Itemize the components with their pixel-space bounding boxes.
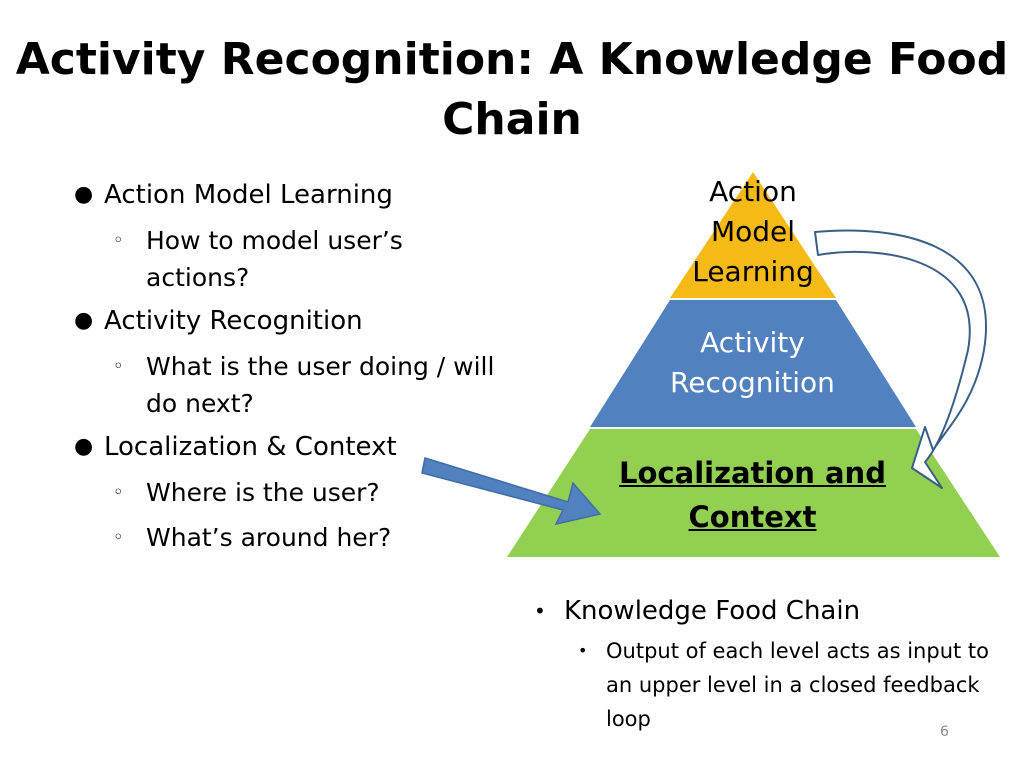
filled-circle-bullet-icon: ● xyxy=(74,308,94,333)
bullet-label: Localization & Context xyxy=(104,432,397,462)
hollow-circle-bullet-icon: ◦ xyxy=(113,230,124,251)
pyramid-tier-top xyxy=(670,172,836,298)
bullet-list: ● Action Model Learning ◦ How to model u… xyxy=(72,178,512,564)
filled-circle-bullet-icon: ● xyxy=(74,434,94,459)
note-main-label: Knowledge Food Chain xyxy=(564,596,861,626)
sub-bullet-label: What is the user doing / will do next? xyxy=(146,352,495,418)
bullet-action-model-learning: ● Action Model Learning xyxy=(72,178,512,212)
sub-bullet: ◦ How to model user’s actions? xyxy=(72,222,512,296)
sub-bullet-label: Where is the user? xyxy=(146,478,380,507)
arrow-icon xyxy=(421,457,602,526)
hollow-circle-bullet-icon: ◦ xyxy=(113,527,124,548)
sub-bullet: ◦ What is the user doing / will do next? xyxy=(72,348,512,422)
hollow-circle-bullet-icon: ◦ xyxy=(113,482,124,503)
note-sub-label: Output of each level acts as input to an… xyxy=(606,639,989,731)
sub-bullet: ◦ What’s around her? xyxy=(72,519,512,556)
note-main: • Knowledge Food Chain xyxy=(534,594,1004,628)
bullet-label: Activity Recognition xyxy=(104,306,363,336)
pyramid-label-middle: Activity Recognition xyxy=(670,326,835,399)
filled-circle-bullet-icon: ● xyxy=(74,182,94,207)
sub-bullet-label: What’s around her? xyxy=(146,523,392,552)
bullet-label: Action Model Learning xyxy=(104,180,393,210)
sub-bullet-label: How to model user’s actions? xyxy=(146,226,403,292)
bullet-activity-recognition: ● Activity Recognition xyxy=(72,304,512,338)
curved-arrow-icon xyxy=(814,229,987,489)
filled-circle-bullet-icon: • xyxy=(534,599,546,623)
note-sub: • Output of each level acts as input to … xyxy=(534,634,1004,736)
page-number: 6 xyxy=(940,724,949,740)
hollow-circle-bullet-icon: ◦ xyxy=(113,356,124,377)
bottom-notes: • Knowledge Food Chain • Output of each … xyxy=(534,594,1004,736)
pyramid-tier-middle xyxy=(590,300,916,427)
pyramid-label-top: Action Model Learning xyxy=(692,175,814,288)
slide-title: Activity Recognition: A Knowledge Food C… xyxy=(15,34,1009,145)
pyramid-label-bottom: Localization and Context xyxy=(619,456,886,534)
bullet-localization-context: ● Localization & Context xyxy=(72,430,512,464)
pyramid-tier-bottom xyxy=(507,429,1000,557)
sub-bullet: ◦ Where is the user? xyxy=(72,474,512,511)
filled-circle-bullet-icon: • xyxy=(578,641,588,660)
